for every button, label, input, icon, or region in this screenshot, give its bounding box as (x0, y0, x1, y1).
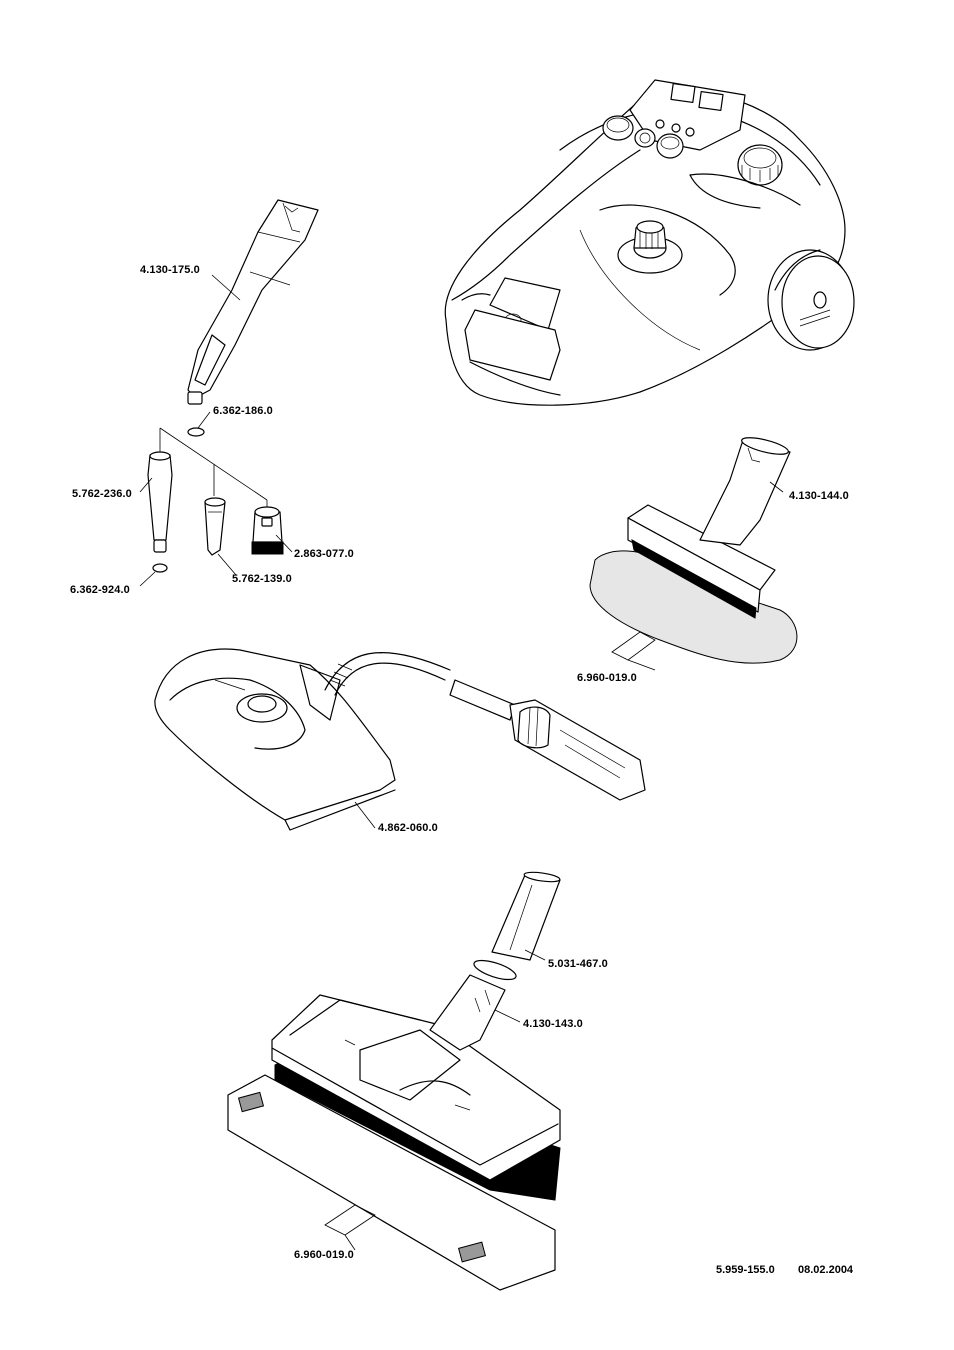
hand-nozzle-drawing (589, 437, 798, 664)
part-label-6-362-924-0: 6.362-924.0 (70, 584, 130, 596)
part-label-4-862-060-0: 4.862-060.0 (378, 822, 438, 834)
footer-doc-number: 5.959-155.0 (716, 1264, 775, 1276)
detail-nozzle-drawing (187, 199, 319, 405)
part-label-6-960-019-0-hand: 6.960-019.0 (577, 672, 637, 684)
part-label-6-960-019-0-floor: 6.960-019.0 (294, 1249, 354, 1261)
part-label-6-362-186-0: 6.362-186.0 (213, 405, 273, 417)
part-label-4-130-175-0: 4.130-175.0 (140, 264, 200, 276)
part-label-5-762-236-0: 5.762-236.0 (72, 488, 132, 500)
part-label-4-130-143-0: 4.130-143.0 (523, 1018, 583, 1030)
part-label-2-863-077-0: 2.863-077.0 (294, 548, 354, 560)
leader-lines (139, 274, 784, 1251)
steam-cleaner-unit (444, 79, 855, 406)
steam-iron-drawing (154, 648, 646, 831)
part-label-5-031-467-0: 5.031-467.0 (548, 958, 608, 970)
floor-nozzle-drawing (227, 871, 561, 1291)
footer-date: 08.02.2004 (798, 1264, 854, 1276)
nozzle-set-drawing (147, 427, 284, 573)
part-label-4-130-144-0: 4.130-144.0 (789, 490, 849, 502)
part-label-5-762-139-0: 5.762-139.0 (232, 573, 292, 585)
